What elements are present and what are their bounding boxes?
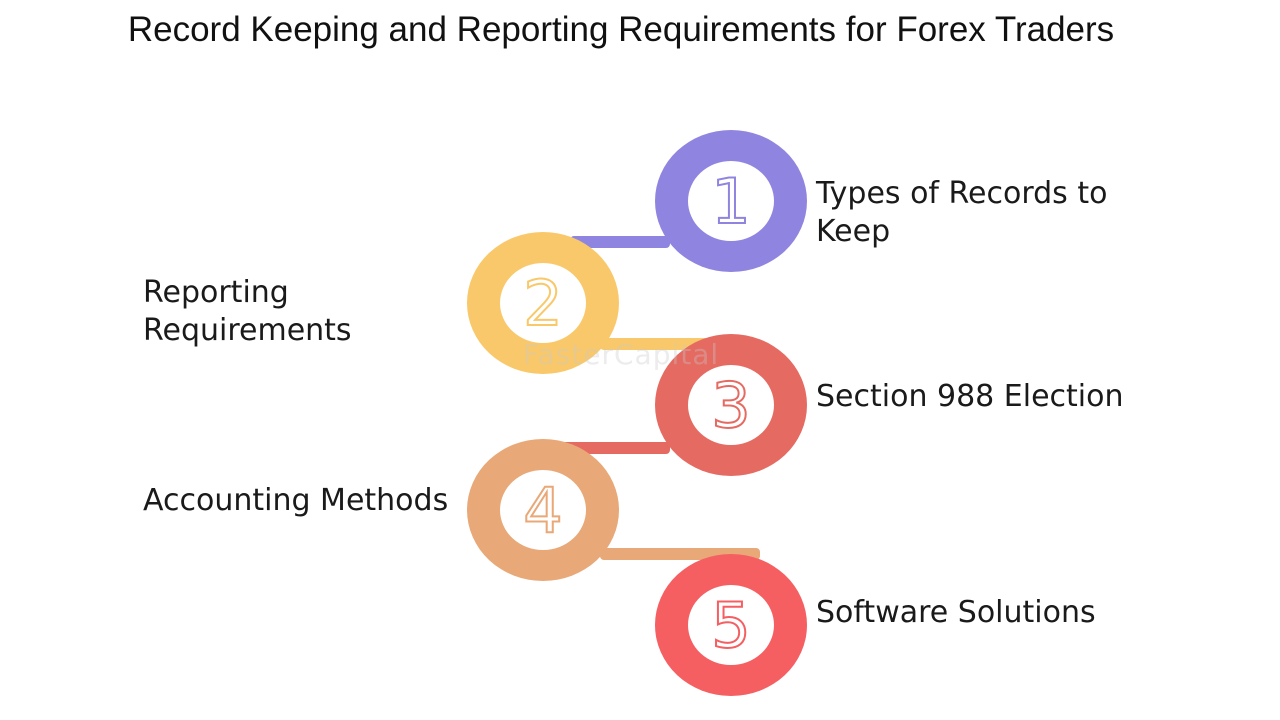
step-2-inner: [500, 263, 586, 343]
connector-1-2: [570, 236, 670, 248]
step-4-number: 4: [523, 474, 562, 547]
step-3-marker: 3: [655, 334, 807, 476]
step-5-label: Software Solutions: [816, 595, 1096, 630]
step-3-inner: [688, 365, 774, 445]
step-5-marker: 5: [655, 554, 807, 696]
step-2-number: 2: [523, 267, 562, 340]
step-5-inner: [688, 585, 774, 665]
step-3-label: Section 988 Election: [816, 379, 1124, 414]
step-1-label: Types of Records to Keep: [816, 176, 1108, 249]
page-title: Record Keeping and Reporting Requirement…: [127, 10, 1115, 49]
step-1-inner: [688, 161, 774, 241]
step-4-inner: [500, 470, 586, 550]
step-5-number: 5: [711, 589, 750, 662]
connector-2-3: [600, 338, 710, 350]
step-3-number: 3: [711, 369, 750, 442]
step-2-label: Reporting Requirements: [143, 275, 352, 348]
step-1-marker: 1: [655, 130, 807, 272]
step-4-marker: 4: [467, 439, 619, 581]
step-1-number: 1: [711, 165, 750, 238]
connector-3-4: [560, 442, 670, 454]
watermark: FasterCapital: [523, 338, 720, 371]
step-4-label: Accounting Methods: [143, 483, 449, 518]
step-2-marker: 2: [467, 232, 619, 374]
